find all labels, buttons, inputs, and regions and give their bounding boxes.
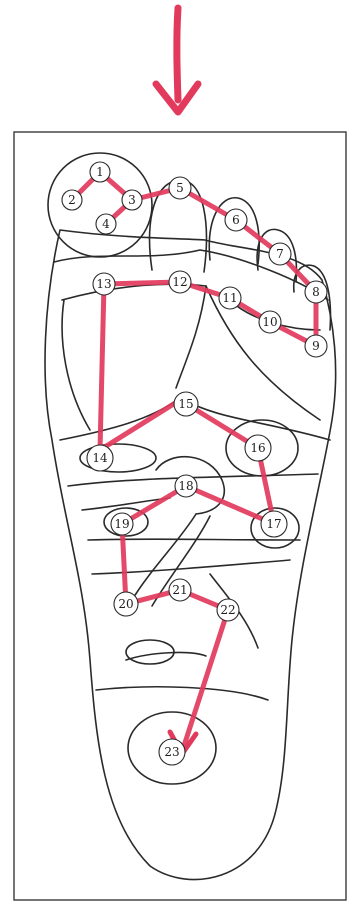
down-arrow-icon — [156, 8, 198, 112]
reflex-point-12: 12 — [169, 271, 191, 293]
reflex-point-label: 10 — [262, 315, 277, 329]
reflex-point-label: 13 — [96, 277, 111, 291]
reflex-point-label: 14 — [92, 451, 108, 465]
reflex-point-10: 10 — [259, 311, 281, 333]
reflex-point-label: 19 — [114, 517, 129, 531]
reflex-point-label: 18 — [178, 479, 193, 493]
reflex-point-label: 21 — [172, 583, 187, 597]
reflex-point-label: 8 — [312, 285, 320, 299]
reflex-point-label: 15 — [178, 397, 193, 411]
reflex-point-22: 22 — [217, 599, 239, 621]
reflex-point-11: 11 — [219, 287, 241, 309]
reflex-point-18: 18 — [175, 475, 197, 497]
reflex-point-label: 7 — [276, 247, 284, 261]
reflex-point-15: 15 — [174, 392, 198, 416]
reflex-point-7: 7 — [269, 243, 291, 265]
reflex-point-14: 14 — [87, 445, 113, 471]
reflex-point-label: 17 — [266, 517, 281, 531]
reflex-point-1: 1 — [90, 162, 110, 182]
reflex-point-label: 4 — [102, 217, 110, 231]
reflex-point-label: 5 — [176, 181, 184, 195]
reflex-point-label: 1 — [96, 165, 104, 179]
foot-outline — [45, 153, 336, 880]
reflex-point-5: 5 — [169, 177, 191, 199]
reflex-point-2: 2 — [62, 190, 82, 210]
reflex-point-16: 16 — [245, 435, 271, 461]
reflex-point-label: 3 — [128, 193, 136, 207]
reflex-point-label: 20 — [118, 597, 133, 611]
route-left-column — [100, 284, 104, 450]
route-mid — [100, 400, 274, 524]
reflex-point-label: 11 — [222, 291, 237, 305]
reflex-point-4: 4 — [96, 214, 116, 234]
reflex-point-label: 16 — [250, 441, 265, 455]
reflex-point-3: 3 — [122, 190, 142, 210]
reflex-point-label: 2 — [68, 193, 76, 207]
reflex-point-9: 9 — [305, 335, 327, 357]
reflex-point-label: 23 — [164, 745, 179, 759]
reflex-point-label: 22 — [220, 603, 235, 617]
reflex-point-20: 20 — [114, 592, 138, 616]
reflex-point-21: 21 — [169, 579, 191, 601]
reflex-point-19: 19 — [111, 513, 133, 535]
reflex-point-23: 23 — [159, 739, 185, 765]
reflex-point-17: 17 — [261, 511, 287, 537]
diagram-frame — [14, 132, 346, 900]
reflex-point-13: 13 — [93, 273, 115, 295]
reflex-point-label: 12 — [172, 275, 187, 289]
reflex-point-label: 6 — [232, 213, 240, 227]
reflex-point-8: 8 — [305, 281, 327, 303]
reflex-point-6: 6 — [225, 209, 247, 231]
reflex-point-label: 9 — [312, 339, 320, 353]
